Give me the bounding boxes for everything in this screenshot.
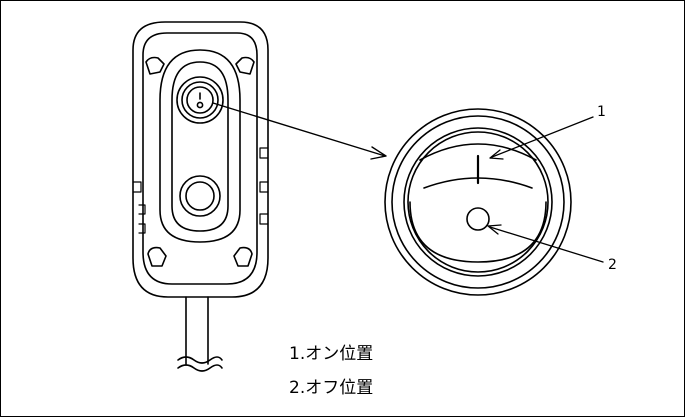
leader-lines [487, 116, 604, 263]
cable [177, 296, 223, 372]
enlarged-switch [384, 108, 572, 296]
off-mark-icon [466, 207, 490, 231]
callout-1: 1 [597, 104, 606, 120]
pendant-body [132, 21, 269, 298]
legend-off-position: 2.オフ位置 [289, 378, 374, 398]
pendant-rocker-switch [176, 76, 224, 124]
pendant-lower-button [179, 175, 221, 217]
switch-face-plate [159, 49, 241, 243]
legend-on-position: 1.オン位置 [289, 344, 374, 364]
callout-2: 2 [608, 257, 617, 273]
magnify-arrow [212, 102, 387, 160]
